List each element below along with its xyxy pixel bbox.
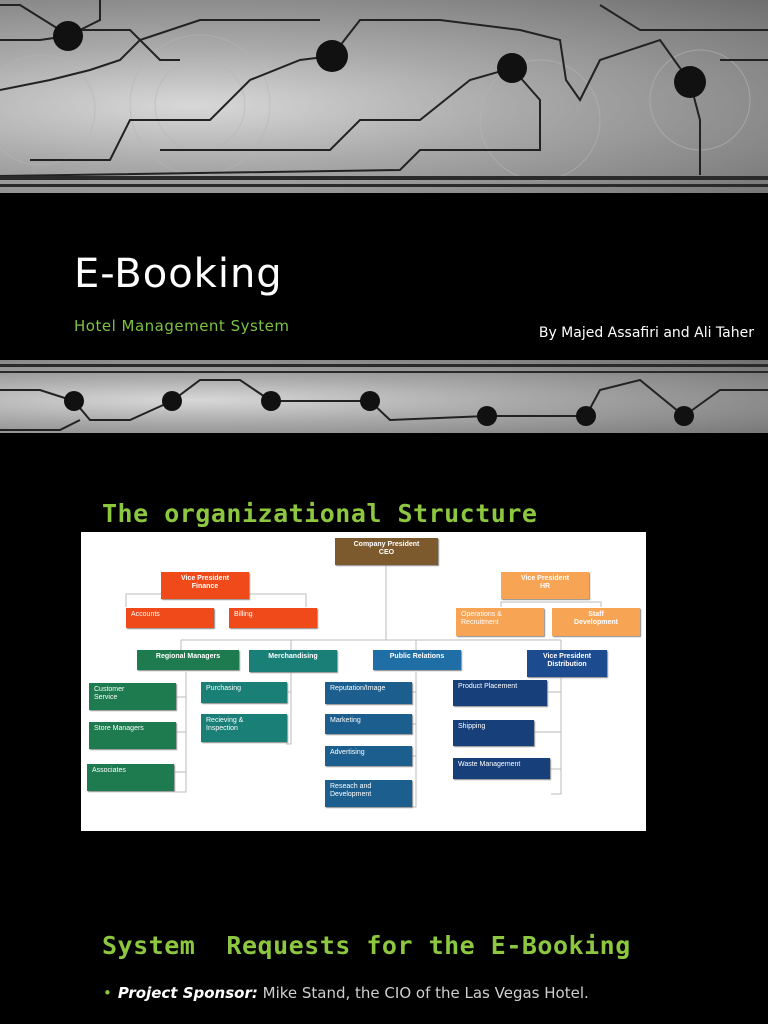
presentation-subtitle: Hotel Management System xyxy=(74,317,290,335)
org-box-research-development: Reseach and Development xyxy=(325,780,412,807)
top-circuit-banner xyxy=(0,0,768,193)
org-box-customer-service: Customer Service xyxy=(89,683,176,710)
org-box-ceo: Company President CEO xyxy=(335,538,438,565)
org-box-associates: Associates xyxy=(87,764,174,791)
org-box-accounts: Accounts xyxy=(126,608,214,628)
title-block: E-Booking Hotel Management System By Maj… xyxy=(0,193,768,360)
org-box-reputation-image: Reputation/Image xyxy=(325,682,412,704)
org-box-billing: Billing xyxy=(229,608,317,628)
org-box-operations-recruitment: Operations & Recruitment xyxy=(456,608,544,636)
bullet-text: Mike Stand, the CIO of the Las Vegas Hot… xyxy=(257,984,589,1002)
org-box-waste-management: Waste Management xyxy=(453,758,550,779)
org-chart: Company President CEO Vice President Fin… xyxy=(81,532,646,831)
circuit-pattern-top xyxy=(0,0,768,187)
bottom-circuit-banner xyxy=(0,360,768,433)
org-box-purchasing: Purchasing xyxy=(201,682,287,703)
org-box-store-managers: Store Managers xyxy=(89,722,176,749)
bullet-dot-icon: • xyxy=(103,984,112,1002)
org-box-regional-managers: Regional Managers xyxy=(137,650,239,670)
org-box-advertising: Advertising xyxy=(325,746,412,766)
org-box-vp-finance: Vice President Finance xyxy=(161,572,249,599)
org-box-marketing: Marketing xyxy=(325,714,412,734)
org-box-merchandising: Merchandising xyxy=(249,650,337,672)
org-box-public-relations: Public Relations xyxy=(373,650,461,670)
org-box-staff-development: Staff Development xyxy=(552,608,640,636)
org-box-vp-hr: Vice President HR xyxy=(501,572,589,599)
presentation-title: E-Booking xyxy=(74,251,283,297)
org-box-product-placement: Product Placement xyxy=(453,680,547,706)
org-structure-heading: The organizational Structure xyxy=(102,499,538,528)
authors-line: By Majed Assafiri and Ali Taher xyxy=(538,325,754,341)
circuit-pattern-bottom xyxy=(0,364,768,431)
org-box-vp-distribution: Vice President Distribution xyxy=(527,650,607,677)
project-sponsor-bullet: • Project Sponsor: Mike Stand, the CIO of… xyxy=(103,984,589,1002)
system-requests-heading: System Requests for the E-Booking xyxy=(102,931,631,960)
bullet-label: Project Sponsor: xyxy=(117,984,258,1002)
org-box-shipping: Shipping xyxy=(453,720,534,746)
org-box-receiving-inspection: Recieving & Inspection xyxy=(201,714,287,742)
